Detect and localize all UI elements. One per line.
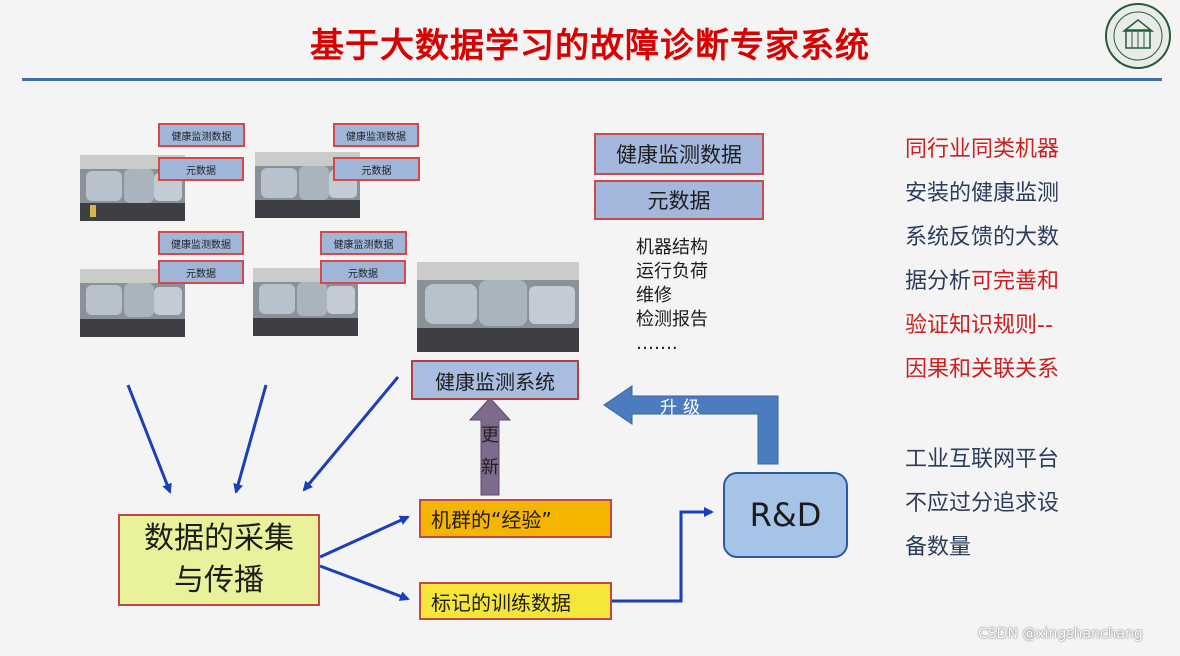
machine-photo-large xyxy=(417,262,579,352)
metadata-tag: 元数据 xyxy=(158,260,244,284)
arrow-to-training xyxy=(319,564,410,601)
health-data-tag: 健康监测数据 xyxy=(333,123,419,147)
university-seal-icon xyxy=(1105,3,1171,69)
metadata-item: ……. xyxy=(636,333,678,354)
update-label: 更 新 xyxy=(481,425,499,478)
metadata-tag: 元数据 xyxy=(320,260,406,284)
side-note-iiot: 工业互联网平台 不应过分追求设 备数量 xyxy=(905,447,1060,560)
arrow-down-2 xyxy=(233,384,268,494)
metadata-tag: 元数据 xyxy=(333,157,420,181)
upgrade-label: 升级 xyxy=(660,398,706,418)
health-data-tag: 健康监测数据 xyxy=(320,231,407,255)
health-data-tag: 健康监测数据 xyxy=(158,231,244,255)
title-divider xyxy=(22,78,1162,81)
arrow-training-to-rd xyxy=(612,507,714,603)
machine-photo xyxy=(255,152,360,218)
data-collection-box: 数据的采集 与传播 xyxy=(118,514,320,606)
watermark: CSDN @xingshanchang xyxy=(978,626,1143,642)
health-monitoring-system-box: 健康监测系统 xyxy=(411,360,579,400)
metadata-item: 检测报告 xyxy=(636,309,708,330)
health-data-label: 健康监测数据 xyxy=(594,133,764,175)
metadata-list: 机器结构 运行负荷 维修 检测报告 ……. xyxy=(636,236,708,356)
labeled-training-data-box: 标记的训练数据 xyxy=(419,582,612,620)
arrow-to-experience xyxy=(319,515,410,559)
health-data-tag: 健康监测数据 xyxy=(158,123,245,147)
metadata-label: 元数据 xyxy=(594,180,764,220)
metadata-item: 运行负荷 xyxy=(636,261,708,282)
side-note-big-data: 同行业同类机器 安装的健康监测 系统反馈的大数 据分析可完善和 验证知识规则--… xyxy=(905,137,1060,382)
arrow-down-1 xyxy=(126,384,172,494)
arrow-down-3 xyxy=(302,376,400,492)
machine-photo xyxy=(253,268,358,336)
metadata-item: 机器结构 xyxy=(636,237,708,258)
metadata-item: 维修 xyxy=(636,285,672,306)
slide-title: 基于大数据学习的故障诊断专家系统 xyxy=(310,26,870,66)
rd-box: R&D xyxy=(723,472,848,558)
fleet-experience-box: 机群的“经验” xyxy=(419,499,612,538)
metadata-tag: 元数据 xyxy=(158,157,244,181)
